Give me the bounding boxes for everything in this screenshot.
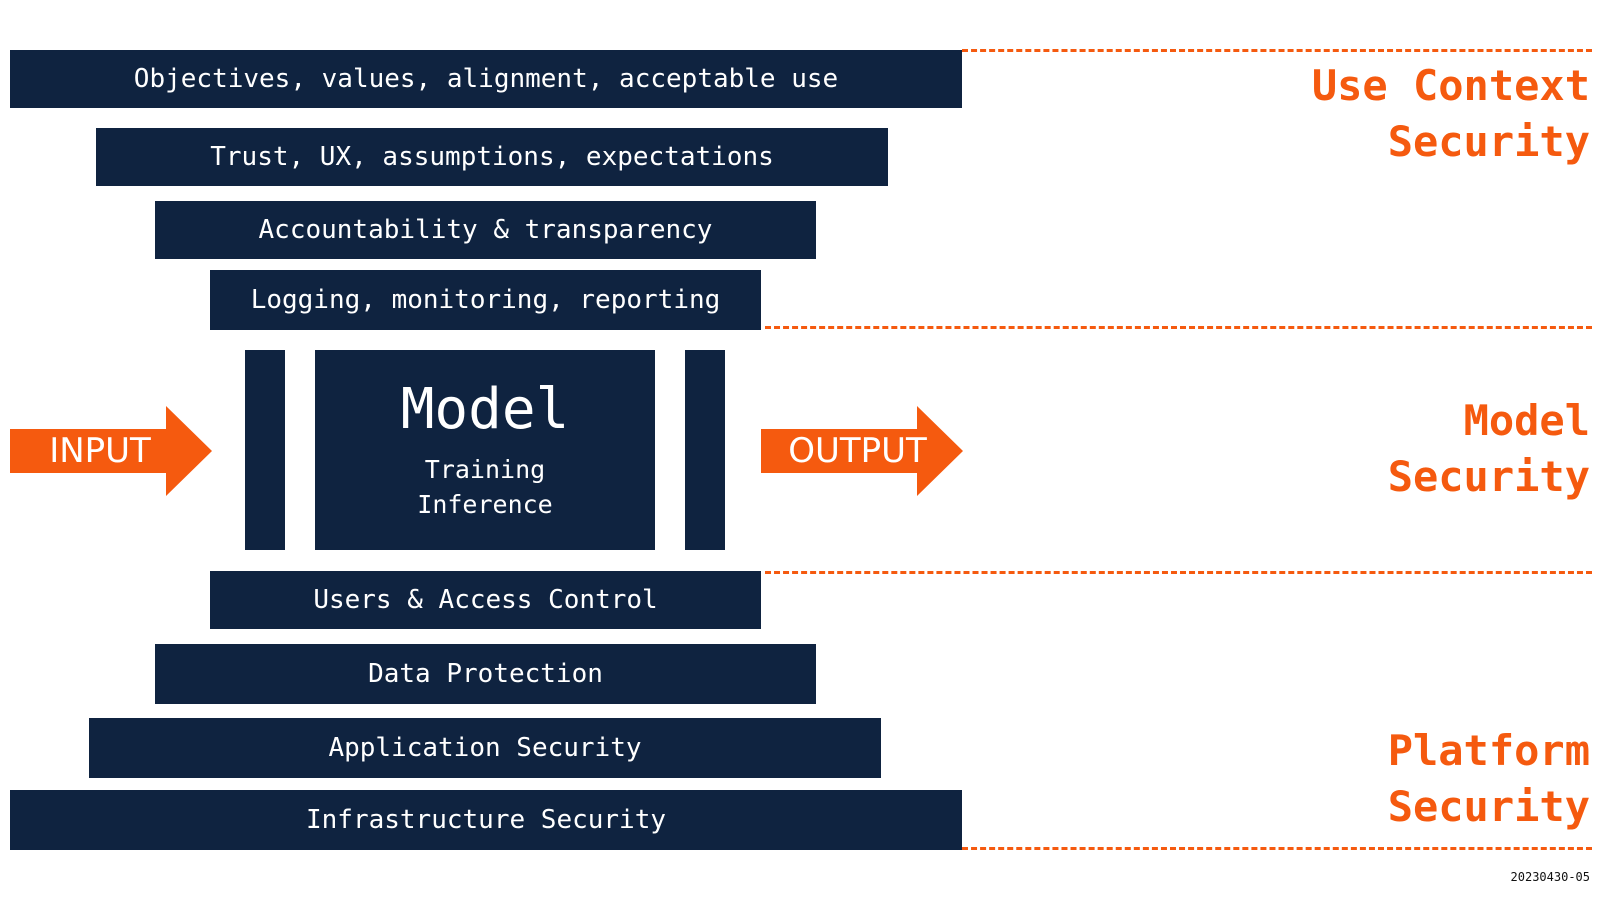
separator-top (962, 49, 1592, 52)
zone-line: Security (1387, 117, 1590, 166)
layer-label: Data Protection (368, 659, 603, 689)
zone-use-context-security: Use Context Security (1312, 58, 1590, 170)
layer-application-security: Application Security (89, 718, 881, 778)
zone-model-security: Model Security (1388, 393, 1590, 505)
zone-line: Model (1463, 396, 1590, 445)
model-title: Model (400, 377, 570, 442)
layer-objectives: Objectives, values, alignment, acceptabl… (10, 50, 962, 108)
layer-label: Trust, UX, assumptions, expectations (210, 142, 774, 172)
zone-platform-security: Platform Security (1388, 723, 1590, 835)
zone-line: Platform (1387, 726, 1590, 775)
output-label: OUTPUT (788, 431, 927, 471)
layer-label: Application Security (328, 733, 642, 763)
model-right-pillar (685, 350, 725, 550)
layer-users-access-control: Users & Access Control (210, 571, 761, 629)
version-stamp: 20230430-05 (1510, 870, 1590, 884)
zone-line: Security (1387, 452, 1590, 501)
layer-label: Logging, monitoring, reporting (250, 285, 721, 315)
separator-use-model (765, 326, 1592, 329)
layer-label: Infrastructure Security (305, 805, 667, 835)
model-training: Training (424, 455, 546, 484)
separator-bottom (962, 847, 1592, 850)
input-label: INPUT (49, 431, 151, 471)
layer-data-protection: Data Protection (155, 644, 816, 704)
zone-line: Use Context (1311, 61, 1590, 110)
layer-label: Objectives, values, alignment, acceptabl… (133, 64, 839, 94)
model-inference: Inference (417, 490, 553, 519)
model-left-pillar (245, 350, 285, 550)
layer-label: Accountability & transparency (258, 215, 713, 245)
layer-label: Users & Access Control (313, 585, 658, 615)
layer-logging: Logging, monitoring, reporting (210, 270, 761, 330)
zone-line: Security (1387, 782, 1590, 831)
output-arrow-icon (761, 406, 963, 496)
layer-accountability: Accountability & transparency (155, 201, 816, 259)
separator-model-platform (765, 571, 1592, 574)
input-arrow-icon (10, 406, 212, 496)
layer-trust: Trust, UX, assumptions, expectations (96, 128, 888, 186)
model-core: Model Training Inference (315, 350, 655, 550)
layer-infrastructure-security: Infrastructure Security (10, 790, 962, 850)
